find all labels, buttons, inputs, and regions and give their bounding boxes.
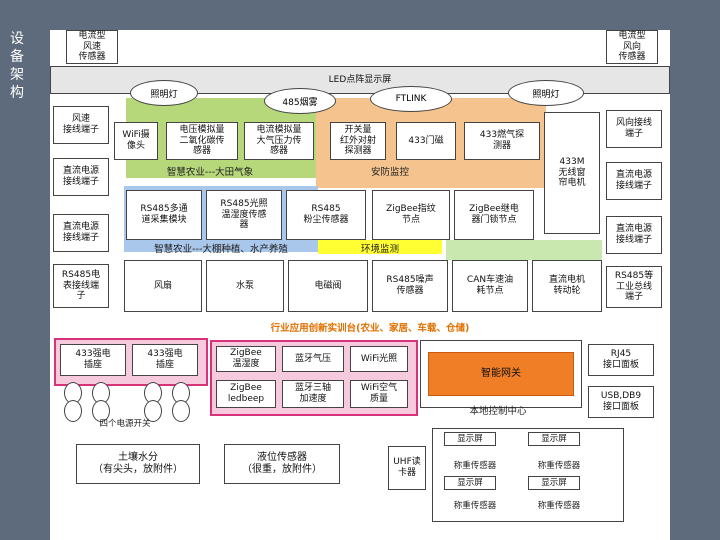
bluetooth-accelerometer: 蓝牙三轴 加速度 (282, 380, 344, 408)
side-title: 设 备 架 构 (10, 31, 24, 101)
ftlink: FTLINK (370, 86, 452, 112)
rs485-dust: RS485 粉尘传感器 (286, 190, 366, 240)
curtain-motor: 433M 无线窗 帘电机 (544, 112, 600, 234)
zone-lightgreen (446, 240, 602, 260)
local-center-label: 本地控制中心 (469, 406, 527, 417)
door-sensor: 433门磁 (396, 122, 456, 160)
scale-sensor-1: 称重传感器 (453, 461, 497, 471)
smart-gateway: 智能网关 (428, 352, 574, 396)
liquid-level: 液位传感器 （很重，放附件） (224, 444, 340, 484)
outlet-2b (92, 400, 110, 422)
wind-direction-sensor: 电流型 风向 传感器 (606, 30, 658, 64)
gas-detector: 433燃气探 测器 (464, 122, 540, 160)
light-right: 照明灯 (508, 80, 584, 106)
smoke-485: 485烟雾 (264, 88, 336, 114)
scale-sensor-4: 称重传感器 (537, 501, 581, 511)
zigbee-lock: ZigBee继电 器门锁节点 (454, 190, 534, 240)
outlet-3b (144, 400, 162, 422)
security-label: 安防监控 (370, 167, 409, 178)
right-port-2: 直流电源 接线端子 (606, 162, 662, 200)
pump: 水泵 (206, 260, 284, 312)
can-node: CAN车速油 耗节点 (452, 260, 528, 312)
display-4: 显示屏 (528, 476, 580, 490)
zigbee-fingerprint: ZigBee指纹 节点 (372, 190, 450, 240)
rs485-light-temp: RS485光照 温湿度传感 器 (206, 190, 282, 240)
usb-panel: USB,DB9 接口面板 (588, 386, 654, 418)
soil-moisture: 土壤水分 （有尖头，放附件） (76, 444, 200, 484)
platform-label: 行业应用创新实训台(农业、家居、车载、仓储) (270, 323, 470, 334)
left-port-2: 直流电源 接线端子 (53, 158, 109, 196)
display-2: 显示屏 (528, 432, 580, 446)
display-1: 显示屏 (444, 432, 496, 446)
smart-farm-label: 智慧农业---大田气象 (166, 167, 254, 178)
zigbee-ledbeep: ZigBee ledbeep (216, 380, 276, 408)
outlets-label: 四个电源开关 (99, 419, 151, 429)
greenhouse-label: 智慧农业---大棚种植、水产养殖 (154, 244, 288, 255)
bluetooth-pressure: 蓝牙气压 (282, 346, 344, 372)
right-port-1: 风向接线 端子 (606, 110, 662, 148)
uhf-reader: UHF读 卡器 (388, 446, 426, 490)
co2-sensor: 电压模拟量 二氧化碳传 感器 (166, 122, 238, 160)
env-label: 环境监测 (360, 244, 399, 255)
scale-sensor-2: 称重传感器 (537, 461, 581, 471)
pressure-sensor: 电流模拟量 大气压力传 感器 (244, 122, 314, 160)
scale-sensor-3: 称重传感器 (453, 501, 497, 511)
outlet-1b (64, 400, 82, 422)
wind-speed-sensor: 电流型 风速 传感器 (66, 30, 118, 64)
relay-2: 433强电 插座 (132, 344, 198, 376)
dc-motor: 直流电机 转动轮 (532, 260, 602, 312)
rs485-collector: RS485多通 道采集模块 (126, 190, 202, 240)
solenoid-valve: 电磁阀 (288, 260, 368, 312)
rj45-panel: RJ45 接口面板 (588, 344, 654, 376)
infrared-detector: 开关量 红外对射 探测器 (330, 122, 386, 160)
outlet-4b (172, 400, 190, 422)
display-3: 显示屏 (444, 476, 496, 490)
noise-sensor: RS485噪声 传感器 (372, 260, 448, 312)
left-port-4: RS485电 表接线端 子 (53, 264, 109, 308)
wifi-light: WiFi光照 (350, 346, 408, 372)
zigbee-temp-humidity: ZigBee 温湿度 (216, 346, 276, 372)
zone-env (318, 240, 442, 254)
right-port-4: RS485等 工业总线 端子 (606, 266, 662, 308)
wifi-camera: WiFi摄 像头 (114, 122, 158, 160)
left-port-1: 风速 接线端子 (53, 106, 109, 144)
right-port-3: 直流电源 接线端子 (606, 216, 662, 254)
wifi-air-quality: WiFi空气 质量 (350, 380, 408, 408)
left-port-3: 直流电源 接线端子 (53, 214, 109, 252)
scale-frame (432, 428, 624, 522)
fan: 风扇 (124, 260, 202, 312)
relay-1: 433强电 插座 (60, 344, 126, 376)
light-left: 照明灯 (130, 80, 198, 106)
